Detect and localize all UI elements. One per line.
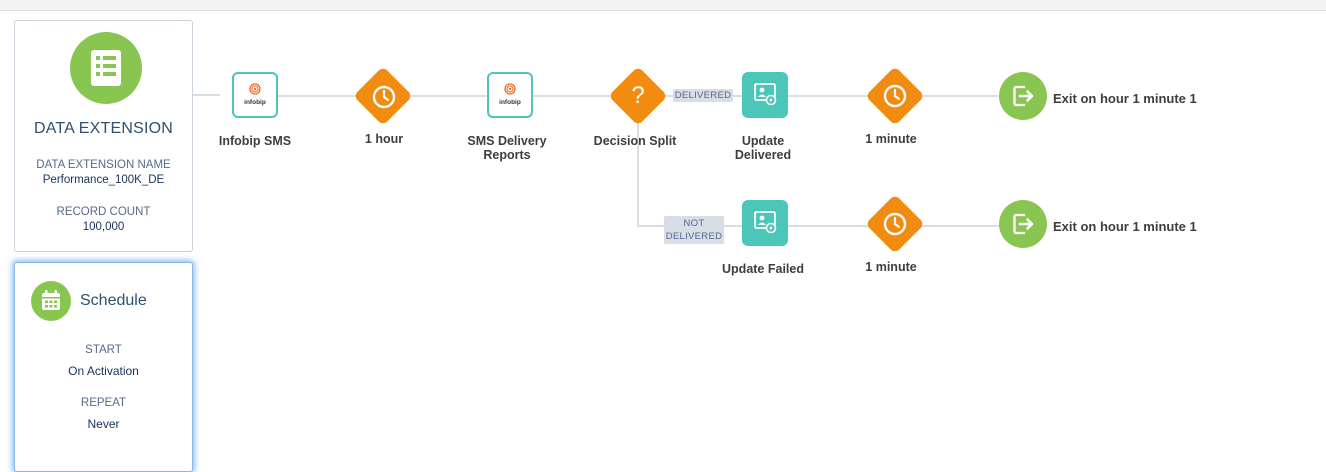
wait-1-minute-label: 1 minute (865, 132, 917, 146)
schedule-card[interactable]: Schedule START On Activation REPEAT Neve… (14, 262, 193, 472)
data-extension-name-label: DATA EXTENSION NAME (36, 159, 171, 171)
calendar-icon (31, 281, 71, 321)
delivered-path-badge: DELIVERED (673, 89, 733, 102)
schedule-repeat-value: Never (87, 417, 120, 431)
exit-icon (1013, 85, 1034, 107)
exit-icon (1013, 213, 1034, 235)
svg-text:infobip: infobip (499, 99, 521, 106)
connector-split-vertical (637, 97, 639, 226)
wait-1-minute-label: 1 minute (865, 260, 917, 274)
svg-text:infobip: infobip (244, 99, 266, 106)
clock-icon (883, 84, 907, 108)
not-delivered-line-1: NOT (683, 218, 705, 229)
data-extension-card[interactable]: DATA EXTENSION DATA EXTENSION NAME Perfo… (14, 20, 193, 252)
record-count-label: RECORD COUNT (56, 206, 151, 218)
sms-delivery-reports-label: SMS Delivery Reports (467, 134, 547, 162)
connector-entry (193, 94, 220, 96)
infobip-logo-icon: infobip (499, 83, 521, 106)
question-icon: ? (631, 82, 645, 109)
update-delivered-activity[interactable] (742, 72, 788, 118)
infobip-sms-label: Infobip SMS (218, 134, 292, 148)
schedule-title: Schedule (80, 292, 147, 309)
infobip-logo-icon: infobip (244, 83, 266, 106)
clock-icon (372, 85, 396, 109)
decision-split-label: Decision Split (593, 134, 677, 148)
schedule-start-value: On Activation (68, 364, 139, 378)
contact-update-icon (754, 83, 777, 106)
record-count-value: 100,000 (82, 221, 125, 233)
not-delivered-line-2: DELIVERED (665, 231, 723, 242)
sms-delivery-reports-activity[interactable]: infobip (487, 72, 533, 118)
schedule-start-label: START (85, 344, 122, 356)
exit-label: Exit on hour 1 minute 1 (1053, 219, 1197, 234)
list-icon (70, 32, 142, 104)
data-extension-title: DATA EXTENSION (33, 120, 174, 137)
top-toolbar (0, 0, 1326, 11)
update-failed-activity[interactable] (742, 200, 788, 246)
update-delivered-label: Update Delivered (734, 134, 792, 162)
connector-failed-path (637, 225, 1000, 227)
exit-activity[interactable] (999, 72, 1047, 120)
data-extension-name-value: Performance_100K_DE (42, 174, 165, 186)
contact-update-icon (754, 211, 777, 234)
exit-activity[interactable] (999, 200, 1047, 248)
infobip-sms-activity[interactable]: infobip (232, 72, 278, 118)
schedule-repeat-label: REPEAT (80, 397, 127, 409)
update-failed-label: Update Failed (722, 262, 804, 276)
exit-label: Exit on hour 1 minute 1 (1053, 91, 1197, 106)
wait-1-hour-label: 1 hour (364, 132, 404, 146)
not-delivered-path-badge: NOT DELIVERED (664, 216, 724, 244)
clock-icon (883, 212, 907, 236)
